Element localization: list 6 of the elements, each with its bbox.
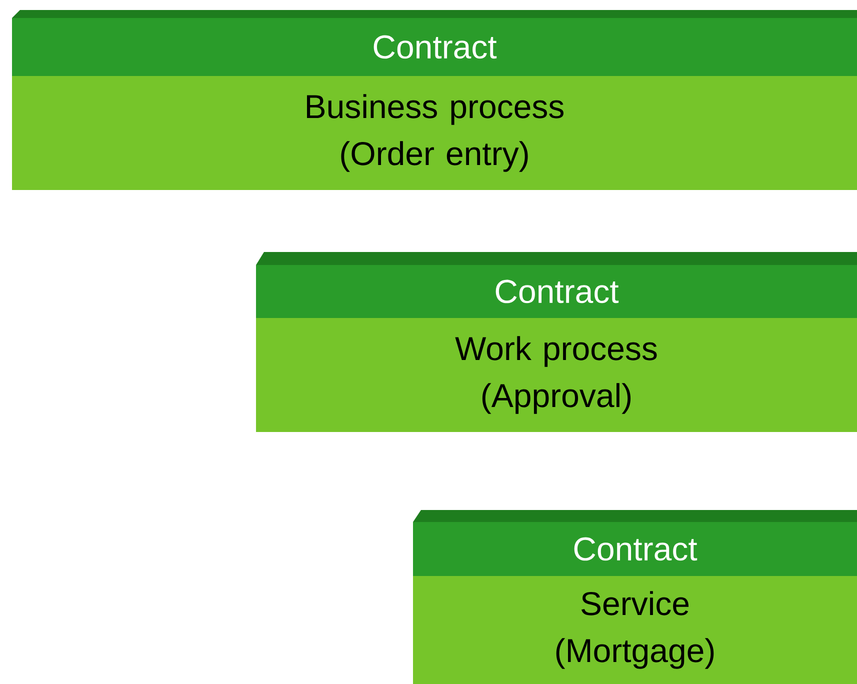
contract-block: Contract Business process (Order entry) — [12, 10, 857, 190]
contract-block: Contract Work process (Approval) — [256, 252, 857, 432]
contract-block: Contract Service (Mortgage) — [413, 510, 857, 684]
node-label: Contract — [374, 35, 497, 59]
node-label: Contract — [496, 280, 619, 304]
node-label: Contract — [574, 537, 698, 561]
